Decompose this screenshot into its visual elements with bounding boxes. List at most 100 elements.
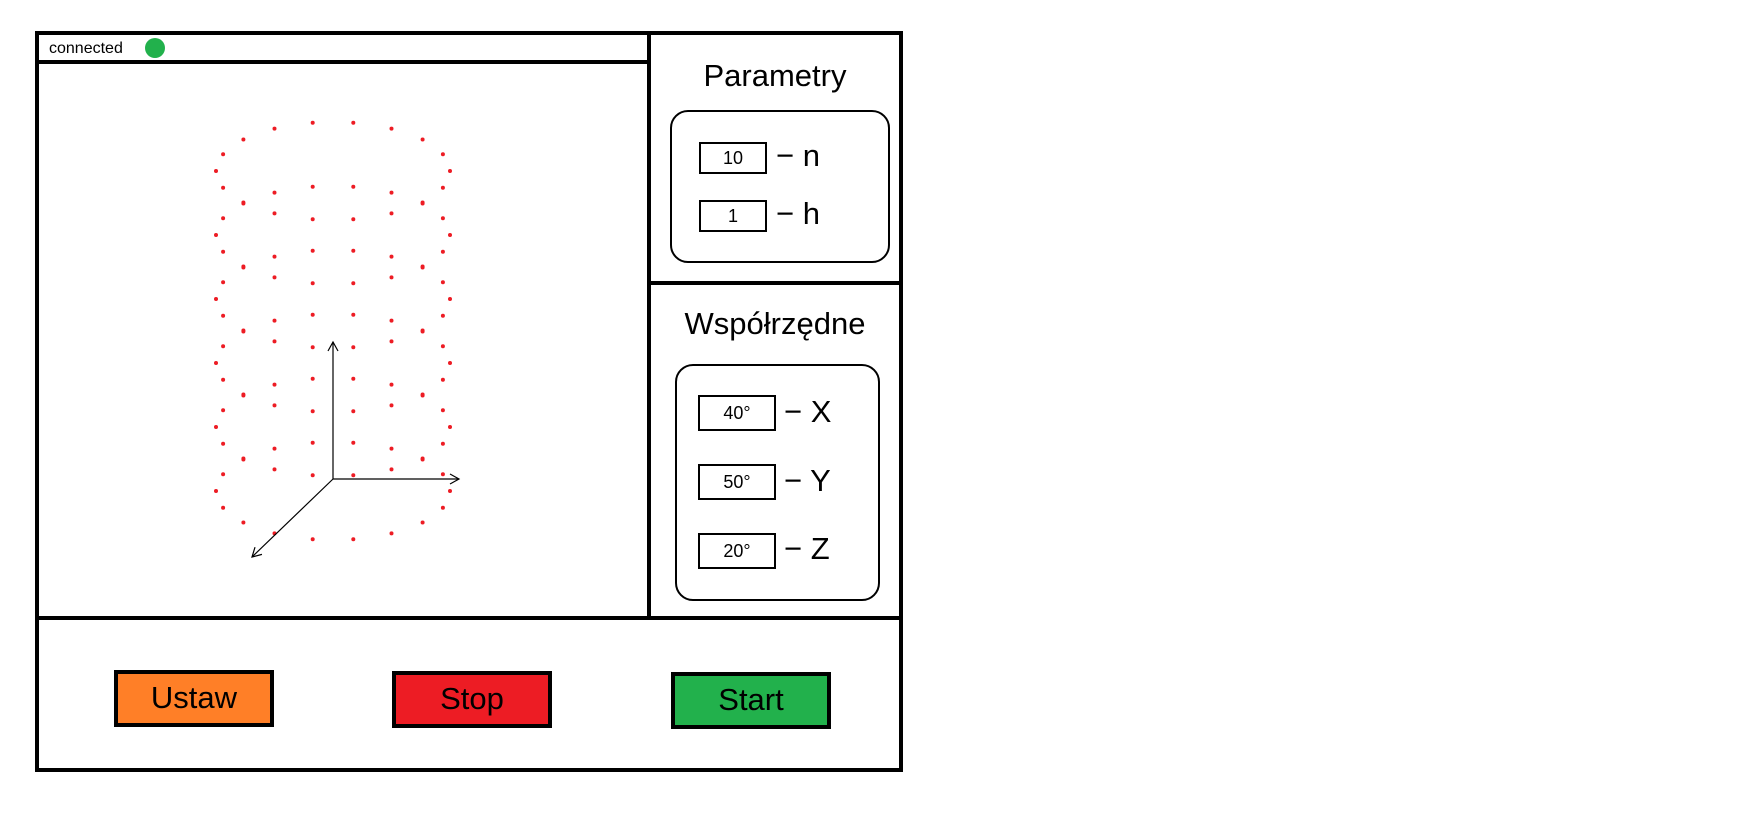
cloud-point [214, 489, 218, 493]
cloud-point [272, 382, 277, 387]
divider-vertical [647, 35, 651, 620]
cloud-point [351, 473, 356, 478]
cloud-point [272, 190, 277, 195]
cloud-point [272, 126, 277, 131]
cloud-point [389, 531, 394, 536]
cloud-point [420, 457, 425, 462]
cloud-point [440, 249, 445, 254]
cloud-point [448, 425, 452, 429]
cloud-point [420, 265, 425, 270]
cloud-point [351, 345, 356, 350]
cloud-point [272, 211, 277, 216]
cloud-point [448, 361, 452, 365]
cloud-point [389, 190, 394, 195]
cloud-point [448, 233, 452, 237]
cloud-point [351, 312, 356, 317]
cloud-point [272, 339, 277, 344]
cloud-point [310, 376, 315, 381]
cloud-point [440, 216, 445, 221]
cloud-point [389, 446, 394, 451]
cloud-point [310, 345, 315, 350]
cloud-point [221, 313, 226, 318]
cloud-point [310, 537, 315, 542]
cloud-point [420, 393, 425, 398]
cloud-point [389, 275, 394, 280]
cloud-point [420, 137, 425, 142]
stop-button[interactable]: Stop [392, 671, 552, 728]
coord-x-label: − X [784, 394, 832, 429]
cloud-point [351, 217, 356, 222]
cloud-point [351, 248, 356, 253]
cloud-point [241, 137, 246, 142]
point-cloud-canvas [214, 120, 461, 558]
cloud-point [351, 184, 356, 189]
cloud-point [221, 505, 226, 510]
cloud-point [272, 403, 277, 408]
cloud-point [310, 409, 315, 414]
cloud-point [272, 467, 277, 472]
cloud-point [221, 344, 226, 349]
point-cloud [214, 120, 452, 542]
cloud-point [389, 254, 394, 259]
param-h-input[interactable]: 1 [699, 200, 767, 232]
cloud-point [221, 249, 226, 254]
connection-status-icon [145, 38, 165, 58]
cloud-point [221, 441, 226, 446]
cloud-point [440, 344, 445, 349]
cloud-point [241, 265, 246, 270]
cloud-point [440, 505, 445, 510]
cloud-point [214, 297, 218, 301]
param-n-input[interactable]: 10 [699, 142, 767, 174]
cloud-point [241, 520, 246, 525]
cloud-point [241, 329, 246, 334]
cloud-point [310, 120, 315, 125]
cloud-point [389, 467, 394, 472]
cloud-point [241, 393, 246, 398]
cloud-point [221, 472, 226, 477]
cloud-point [440, 152, 445, 157]
cloud-point [351, 537, 356, 542]
cloud-point [221, 152, 226, 157]
coord-y-input[interactable]: 50° [698, 464, 776, 500]
cloud-point [351, 281, 356, 286]
coord-x-input[interactable]: 40° [698, 395, 776, 431]
cloud-point [389, 211, 394, 216]
param-h-label: − h [776, 196, 820, 231]
cloud-point [389, 403, 394, 408]
cloud-point [310, 473, 315, 478]
cloud-point [448, 297, 452, 301]
ustaw-button[interactable]: Ustaw [114, 670, 274, 727]
cloud-point [351, 440, 356, 445]
cloud-point [221, 280, 226, 285]
cloud-point [448, 169, 452, 173]
cloud-point [310, 248, 315, 253]
app-window [35, 31, 903, 772]
cloud-point [310, 440, 315, 445]
cloud-point [221, 408, 226, 413]
parametry-group [670, 110, 890, 263]
cloud-point [440, 377, 445, 382]
cloud-point [420, 520, 425, 525]
cloud-point [221, 377, 226, 382]
start-button[interactable]: Start [671, 672, 831, 729]
cloud-point [420, 201, 425, 206]
cloud-point [351, 376, 356, 381]
cloud-point [310, 217, 315, 222]
cloud-point [241, 457, 246, 462]
cloud-point [351, 120, 356, 125]
cloud-point [214, 169, 218, 173]
3d-viewport[interactable] [39, 68, 647, 616]
cloud-point [389, 339, 394, 344]
cloud-point [272, 254, 277, 259]
cloud-point [214, 233, 218, 237]
connection-status-text: connected [49, 40, 123, 57]
cloud-point [440, 185, 445, 190]
coord-z-label: − Z [784, 531, 830, 566]
cloud-point [389, 382, 394, 387]
cloud-point [272, 275, 277, 280]
cloud-point [221, 216, 226, 221]
cloud-point [440, 441, 445, 446]
wspolrzedne-title: Współrzędne [684, 306, 866, 341]
coord-z-input[interactable]: 20° [698, 533, 776, 569]
divider-right-panels [651, 281, 899, 285]
